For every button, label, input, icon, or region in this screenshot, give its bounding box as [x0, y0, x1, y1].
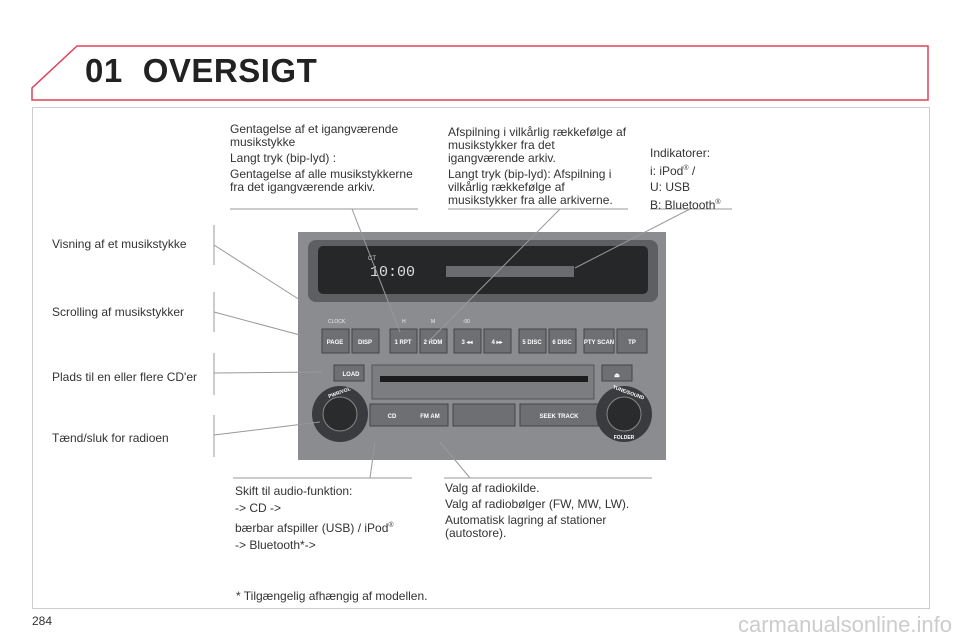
button-top-labels: CLOCK H M :00 — [328, 319, 470, 325]
label-random: Afspilning i vilkårlig rækkefølge af mus… — [448, 125, 627, 207]
folder-label: FOLDER — [614, 435, 635, 441]
radio-unit-image: CT 10:00 CLOCK H M :00 PAGE DISP 1 RPT 2… — [298, 232, 666, 460]
label-cd-slot: Plads til en eller flere CD'er — [52, 370, 198, 384]
page-button[interactable]: PAGE — [327, 340, 344, 346]
label-audio: Skift til audio-funktion:-> CD -> bærbar… — [235, 484, 394, 552]
clock-display: 10:00 — [370, 264, 415, 281]
label-track-view: Visning af et musikstykke — [52, 237, 187, 251]
label-scrolling: Scrolling af musikstykker — [52, 305, 185, 319]
cd-button[interactable]: CD — [388, 414, 397, 420]
cd-slot — [380, 376, 588, 382]
eject-button[interactable]: ⏏ — [614, 373, 620, 379]
rpt-button[interactable]: 1 RPT — [394, 340, 411, 346]
label-power: Tænd/sluk for radioen — [52, 431, 169, 445]
tp-button[interactable]: TP — [628, 340, 636, 346]
svg-text:CLOCK: CLOCK — [328, 319, 346, 325]
preset-4-button[interactable]: 4 ▸▸ — [491, 340, 503, 346]
svg-text:H: H — [402, 319, 406, 325]
content-box — [32, 107, 930, 609]
fm-am-button[interactable]: FM AM — [420, 414, 439, 420]
label-repeat: Gentagelse af et igangværende musikstykk… — [230, 122, 413, 194]
label-source: Valg af radiokilde.Valg af radiobølger (… — [445, 481, 630, 540]
page-number: 284 — [32, 614, 53, 628]
tune-sound-knob[interactable] — [596, 386, 652, 442]
svg-text::00: :00 — [463, 319, 470, 325]
pty-scan-button[interactable]: PTY SCAN — [584, 340, 614, 346]
label-indicators: Indikatorer: i: iPod® / U: USB B: Blueto… — [650, 146, 721, 212]
disc-up-button[interactable]: 6 DISC — [552, 340, 572, 346]
disp-button[interactable]: DISP — [358, 340, 372, 346]
watermark: carmanualsonline.info — [737, 612, 952, 637]
rdm-button[interactable]: 2 RDM — [424, 340, 443, 346]
segment-display — [446, 266, 574, 277]
disc-down-button[interactable]: 5 DISC — [522, 340, 542, 346]
preset-3-button[interactable]: 3 ◂◂ — [461, 340, 473, 346]
svg-text:M: M — [431, 319, 435, 325]
pwr-vol-knob[interactable] — [312, 386, 368, 442]
footnote: * Tilgængelig afhængig af modellen. — [236, 589, 428, 603]
load-button[interactable]: LOAD — [343, 372, 361, 378]
seek-track-button[interactable]: SEEK TRACK — [539, 414, 579, 420]
ct-indicator: CT — [368, 256, 376, 262]
